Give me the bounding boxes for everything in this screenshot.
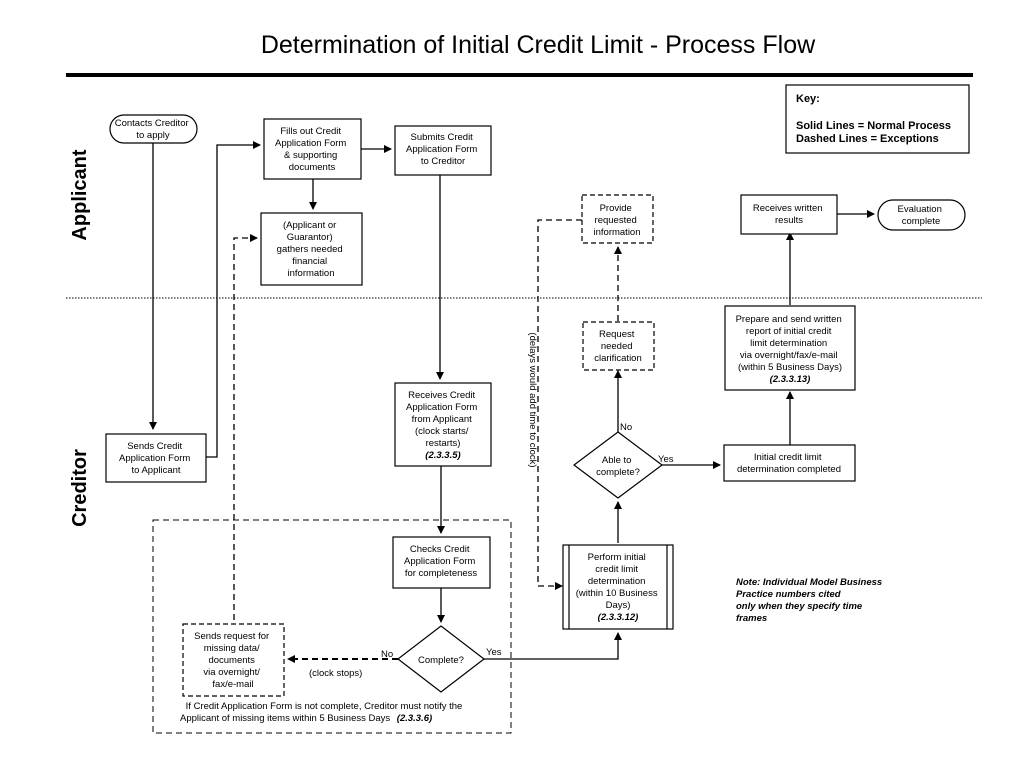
svg-text:Checks Credit Applicatio: Checks Credit Application Form for compl… — [404, 544, 478, 579]
key-box: Key: Solid Lines = Normal Process Dashed… — [785, 84, 970, 154]
decision-complete: Complete? — [397, 625, 485, 693]
svg-text:Perform initial credit l: Perform initial credit limit determinati… — [576, 552, 661, 611]
node-perform-determination: Perform initial credit limit determinati… — [562, 544, 674, 630]
svg-text:Initial credit limit det: Initial credit limit determination compl… — [737, 452, 841, 475]
label-able-yes: Yes — [658, 454, 674, 465]
svg-text:Request needed cla: Request needed clarification — [594, 329, 642, 364]
node-receives-results: Receives written results — [740, 194, 838, 235]
svg-text:Contacts Creditor to app: Contacts Creditor to apply — [115, 118, 192, 141]
practice-numbers-note: Note: Individual Model Business Practice… — [736, 577, 885, 624]
arrow-provide-to-perform — [537, 219, 582, 590]
arrow-sends-to-fills — [206, 141, 261, 458]
node-provide-information: Provide requested information — [581, 194, 654, 244]
key-heading: Key: — [796, 93, 820, 105]
svg-text:Prepare and send written: Prepare and send written report of initi… — [736, 314, 845, 373]
label-clock-stops: (clock stops) — [309, 668, 362, 679]
svg-text:Submits Credit Applicati: Submits Credit Application Form to Credi… — [406, 132, 480, 167]
svg-text:(2.3.3.5): (2.3.3.5) — [425, 450, 460, 461]
svg-text:Complete?: Complete? — [418, 655, 464, 666]
connectors — [149, 141, 875, 663]
svg-text:Applicant of missing items wit: Applicant of missing items within 5 Busi… — [180, 713, 432, 724]
arrow-request-to-gathers — [233, 234, 258, 620]
node-checks-form: Checks Credit Application Form for compl… — [392, 536, 491, 589]
key-solid: Solid Lines = Normal Process — [796, 120, 951, 132]
svg-text:Receives Credit Applicat: Receives Credit Application Form from Ap… — [406, 390, 480, 449]
node-submits-form: Submits Credit Application Form to Credi… — [394, 125, 492, 176]
node-determination-completed: Initial credit limit determination compl… — [723, 444, 856, 482]
key-dashed: Dashed Lines = Exceptions — [796, 133, 939, 145]
lane-label-applicant: Applicant — [69, 149, 91, 240]
label-delays: (delays would add time to clock) — [527, 332, 538, 467]
node-gathers-information: (Applicant or Guarantor) gathers needed … — [260, 212, 363, 286]
node-prepare-send-report: Prepare and send written report of initi… — [724, 305, 856, 391]
svg-text:Fills out Credit Applica: Fills out Credit Application Form & supp… — [275, 126, 349, 173]
node-sends-form: Sends Credit Application Form to Applica… — [105, 433, 207, 483]
svg-text:Able to complete?: Able to complete? — [596, 455, 640, 478]
label-complete-no: No — [381, 649, 393, 660]
svg-text:(2.3.3.12): (2.3.3.12) — [598, 612, 639, 623]
diagram-title: Determination of Initial Credit Limit - … — [261, 31, 816, 59]
lane-label-creditor: Creditor — [69, 449, 91, 527]
node-sends-request: Sends request for missing data/ document… — [182, 623, 285, 697]
svg-text:(2.3.3.13): (2.3.3.13) — [770, 374, 811, 385]
exception-footnote: If Credit Application Form is not comple… — [180, 701, 462, 724]
svg-text:Evaluation complete: Evaluation complete — [897, 204, 944, 227]
svg-text:Receives written results: Receives written results — [753, 203, 825, 226]
label-complete-yes: Yes — [486, 647, 502, 658]
arrow-complete-yes-to-perform — [484, 632, 622, 660]
svg-text:Sends Credit Application: Sends Credit Application Form to Applica… — [119, 441, 193, 476]
node-evaluation-complete: Evaluation complete — [877, 199, 966, 231]
svg-text:Sends request for missin: Sends request for missing data/ document… — [194, 631, 272, 690]
node-request-clarification: Request needed clarification — [582, 321, 655, 371]
exception-region — [152, 519, 512, 734]
svg-text:Provide requested: Provide requested information — [594, 203, 641, 238]
decision-able-to-complete: Able to complete? — [573, 431, 663, 499]
node-contacts-creditor: Contacts Creditor to apply — [109, 114, 198, 144]
label-able-no: No — [620, 422, 632, 433]
node-fills-out-form: Fills out Credit Application Form & supp… — [263, 118, 362, 180]
node-receives-form: Receives Credit Application Form from Ap… — [394, 382, 492, 467]
svg-text:If Credit Application Form is: If Credit Application Form is not comple… — [186, 701, 463, 712]
svg-text:(Applicant or Guarantor): (Applicant or Guarantor) gathers needed … — [277, 220, 346, 279]
